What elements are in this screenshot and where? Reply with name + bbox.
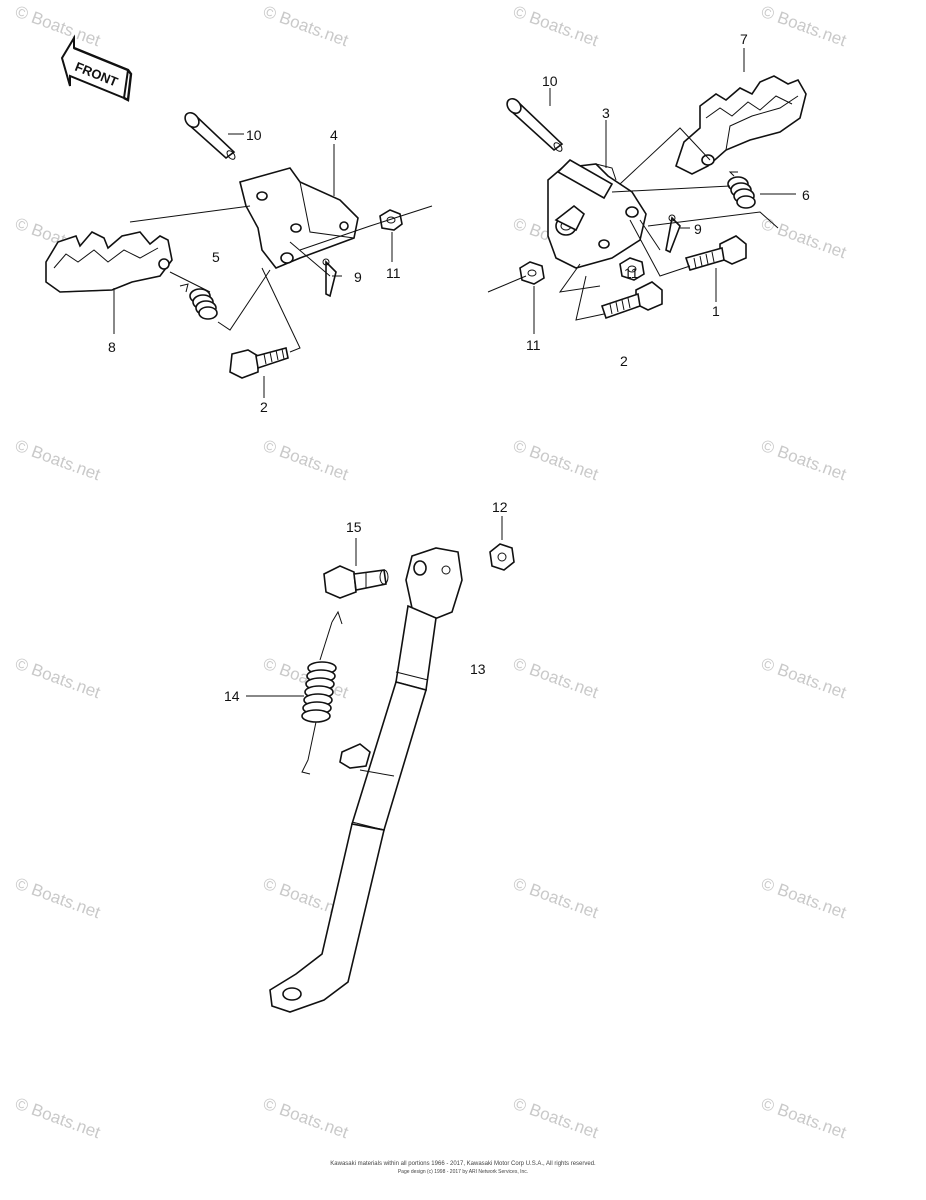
cotter-pin-part (322, 258, 337, 298)
cotter-pin-part (665, 214, 681, 254)
bolt-part (684, 235, 747, 271)
bracket-part (547, 159, 647, 269)
callout-stand-13: 13 (470, 661, 486, 677)
callout-left-2: 2 (260, 399, 268, 415)
callout-right-3: 3 (602, 105, 610, 121)
side-stand-assembly (246, 516, 515, 1013)
watermark: © Boats.net (759, 436, 849, 484)
spring-part (301, 610, 343, 775)
nut-part (519, 261, 545, 285)
callout-labels: 10 4 5 8 9 11 2 10 3 7 6 9 1 11 11 2 12 … (108, 31, 810, 704)
callout-left-11: 11 (386, 265, 401, 281)
watermark: © Boats.net (759, 654, 849, 702)
callout-left-4: 4 (330, 127, 338, 143)
spring-part (179, 283, 218, 320)
nut-part (619, 257, 645, 281)
callout-right-2: 2 (620, 353, 628, 369)
copyright-line: Kawasaki materials within all portions 1… (330, 1161, 596, 1167)
watermark: © Boats.net (511, 1094, 601, 1142)
footpeg-part (675, 75, 807, 175)
spring-part (727, 171, 756, 209)
callout-right-10: 10 (542, 73, 558, 89)
right-footpeg-assembly (487, 48, 807, 334)
callout-left-10: 10 (246, 127, 262, 143)
nut-part (489, 543, 515, 571)
watermark: © Boats.net (759, 2, 849, 50)
side-stand-part (269, 547, 463, 1013)
watermark: © Boats.net (13, 1094, 103, 1142)
bracket-part (239, 167, 359, 269)
watermark: © Boats.net (13, 654, 103, 702)
left-footpeg-assembly (45, 111, 433, 398)
watermark: © Boats.net (511, 654, 601, 702)
watermark: © Boats.net (759, 874, 849, 922)
watermark: © Boats.net (13, 2, 103, 50)
bolt-part (229, 347, 289, 379)
pin-part (184, 111, 236, 160)
callout-stand-14: 14 (224, 688, 240, 704)
bolt-part (323, 565, 389, 599)
bolt-part (600, 281, 663, 320)
callout-stand-15: 15 (346, 519, 362, 535)
callout-left-9: 9 (354, 269, 362, 285)
watermark: © Boats.net (511, 2, 601, 50)
page-design-line: Page design (c) 1998 - 2017 by ARI Netwo… (397, 1169, 529, 1175)
watermark: © Boats.net (261, 436, 351, 484)
callout-stand-12: 12 (492, 499, 508, 515)
callout-right-11a: 11 (624, 265, 639, 281)
watermark: © Boats.net (759, 1094, 849, 1142)
watermark: © Boats.net (13, 436, 103, 484)
footpeg-part (45, 231, 173, 293)
callout-right-1: 1 (712, 303, 720, 319)
watermark: © Boats.net (13, 874, 103, 922)
pin-part (506, 97, 564, 152)
callout-right-9: 9 (694, 221, 702, 237)
callout-left-8: 8 (108, 339, 116, 355)
watermark: © Boats.net (759, 214, 849, 262)
callout-right-7: 7 (740, 31, 748, 47)
watermark: © Boats.net (261, 1094, 351, 1142)
watermark: © Boats.net (261, 2, 351, 50)
callout-right-6: 6 (802, 187, 810, 203)
callout-left-5: 5 (212, 249, 220, 265)
front-arrow-icon: FRONT (60, 34, 133, 102)
nut-part (379, 209, 403, 231)
watermark: © Boats.net (511, 874, 601, 922)
callout-right-11b: 11 (526, 337, 541, 353)
watermark: © Boats.net (511, 436, 601, 484)
